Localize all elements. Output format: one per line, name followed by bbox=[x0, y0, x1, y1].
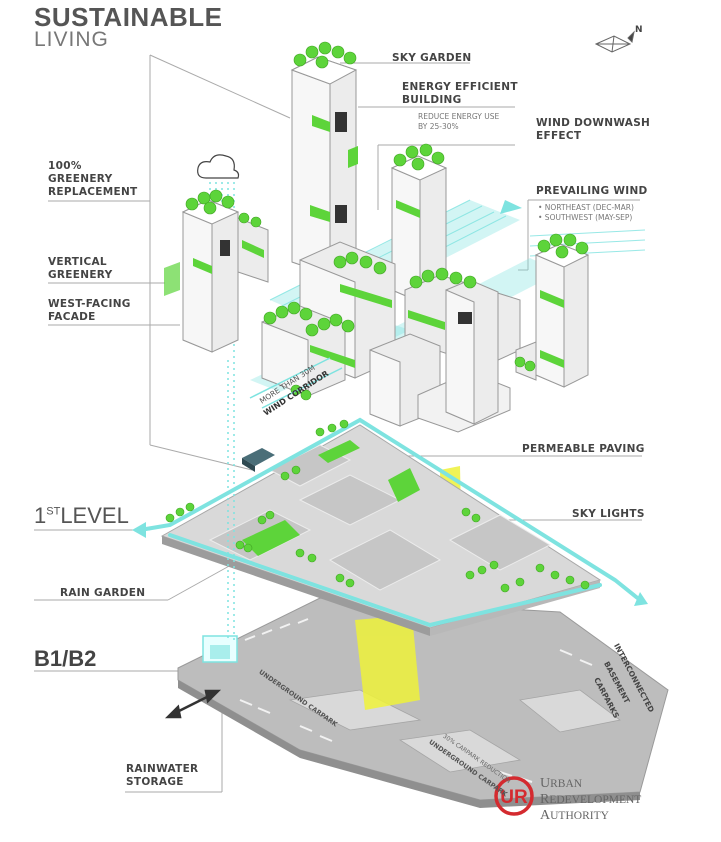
label-rain-garden: RAIN GARDEN bbox=[60, 587, 145, 599]
compass-north: N bbox=[635, 24, 643, 36]
label-rainwater: RAINWATER bbox=[126, 763, 198, 775]
label-sky-lights: SKY LIGHTS bbox=[572, 508, 645, 520]
label-west-facing: WEST-FACING bbox=[48, 298, 131, 310]
label-vertical: VERTICAL bbox=[48, 256, 107, 268]
leader-top-diagonal bbox=[150, 55, 290, 118]
note-wind-northeast: • NORTHEAST (DEC-MAR) bbox=[538, 203, 634, 212]
level-number: 1 bbox=[34, 503, 46, 528]
note-wind-southwest: • SOUTHWEST (MAY-SEP) bbox=[538, 213, 632, 222]
label-vertical-greenery: GREENERY bbox=[48, 269, 113, 281]
label-facade: FACADE bbox=[48, 311, 96, 323]
level-word: LEVEL bbox=[60, 503, 129, 528]
logo-line-3: AUTHORITY bbox=[540, 808, 641, 824]
label-greenery: GREENERY bbox=[48, 173, 113, 185]
label-energy-building: BUILDING bbox=[402, 94, 462, 106]
level-suffix: ST bbox=[46, 506, 60, 518]
label-storage: STORAGE bbox=[126, 776, 184, 788]
label-wind-downwash: WIND DOWNWASH bbox=[536, 117, 650, 129]
label-wind-effect: EFFECT bbox=[536, 130, 581, 142]
note-energy-1: REDUCE ENERGY USE bbox=[418, 112, 499, 121]
label-b1b2: B1/B2 bbox=[34, 646, 96, 672]
rainwater-tank bbox=[203, 636, 237, 662]
tall-tower bbox=[292, 57, 356, 275]
label-permeable-paving: PERMEABLE PAVING bbox=[522, 443, 645, 455]
cloud-icon bbox=[198, 155, 239, 178]
mid-buildings bbox=[262, 242, 520, 432]
label-first-level: 1STLEVEL bbox=[34, 503, 129, 529]
compass-icon bbox=[596, 32, 634, 52]
ura-logo-text: URBAN REDEVELOPMENT AUTHORITY bbox=[540, 776, 641, 824]
label-prevailing-wind: PREVAILING WIND bbox=[536, 185, 648, 197]
label-greenery-replacement: REPLACEMENT bbox=[48, 186, 138, 198]
label-sky-garden: SKY GARDEN bbox=[392, 52, 471, 64]
note-energy-2: BY 25-30% bbox=[418, 122, 459, 131]
label-greenery-100: 100% bbox=[48, 160, 82, 172]
page-subtitle: LIVING bbox=[34, 28, 109, 52]
logo-line-1: URBAN bbox=[540, 776, 641, 792]
leader-bottom-diagonal bbox=[150, 445, 252, 470]
logo-line-2: REDEVELOPMENT bbox=[540, 792, 641, 808]
label-energy-efficient: ENERGY EFFICIENT bbox=[402, 81, 518, 93]
